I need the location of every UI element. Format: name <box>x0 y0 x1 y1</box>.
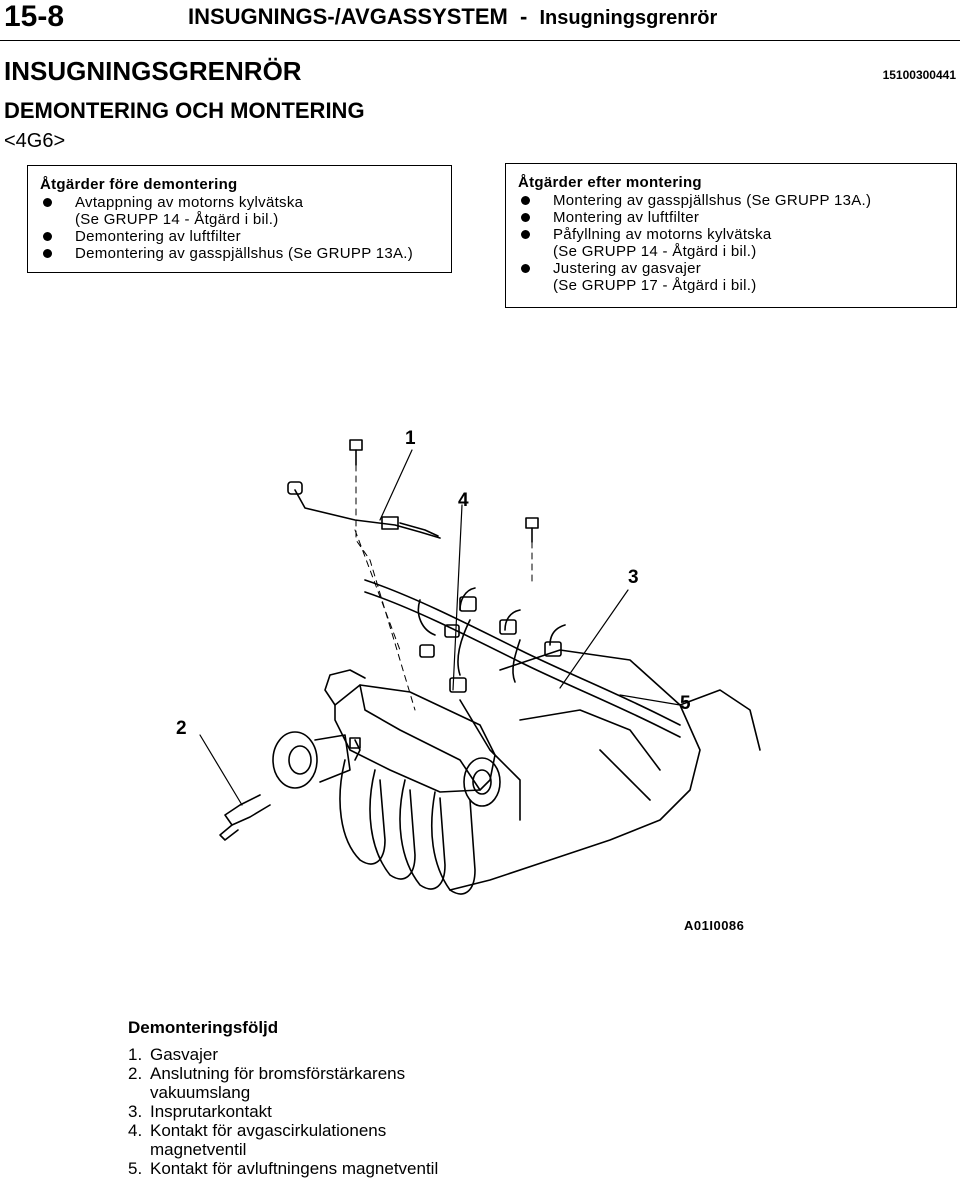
engine-block-drawing <box>449 649 761 891</box>
list-item-text: Kontakt för avgascirkulationens <box>150 1121 387 1140</box>
brake-booster-fitting-drawing <box>219 731 361 841</box>
list-item-line: Montering av luftfilter <box>553 209 700 226</box>
subsection-title: DEMONTERING OCH MONTERING <box>4 98 365 123</box>
running-title: INSUGNINGS-/AVGASSYSTEM - Insugningsgren… <box>188 4 717 30</box>
list-item-line: Montering av gasspjällshus (Se GRUPP 13A… <box>553 192 872 209</box>
bullet-icon <box>521 264 530 273</box>
post-installation-list: Montering av gasspjällshus (Se GRUPP 13A… <box>518 192 944 294</box>
removal-order-list: 1. Gasvajer 2. Anslutning för bromsförstär… <box>128 1045 438 1178</box>
page-number: 15-8 <box>4 0 65 33</box>
list-item-text: Gasvajer <box>150 1045 219 1064</box>
running-title-subtitle: Insugningsgrenrör <box>539 7 718 29</box>
leader-lines <box>199 449 681 806</box>
document-code: 15100300441 <box>882 68 956 82</box>
list-item: Påfyllning av motorns kylvätska (Se GRUP… <box>518 226 944 260</box>
list-item-number: 4. <box>128 1121 143 1140</box>
list-item-line: Justering av gasvajer <box>553 260 702 277</box>
list-item-line: (Se GRUPP 17 - Åtgärd i bil.) <box>553 277 757 294</box>
callout-5: 5 <box>680 693 691 714</box>
callout-2: 2 <box>176 718 187 739</box>
running-title-main: INSUGNINGS-/AVGASSYSTEM <box>188 4 508 29</box>
list-item-number: 3. <box>128 1102 143 1121</box>
callout-3: 3 <box>628 567 639 588</box>
removal-order-heading: Demonteringsföljd <box>128 1018 279 1037</box>
list-item-number: 5. <box>128 1159 143 1178</box>
engine-code: <4G6> <box>4 130 66 152</box>
list-item: Demontering av luftfilter <box>40 228 439 245</box>
removal-order: Demonteringsföljd 1. Gasvajer 2. Anslutnin… <box>128 1018 438 1178</box>
list-item-line: (Se GRUPP 14 - Åtgärd i bil.) <box>553 243 757 260</box>
pre-removal-heading: Åtgärder före demontering <box>40 176 238 193</box>
wiring-harness-drawing <box>364 579 681 738</box>
list-item-text: Kontakt för avluftningens magnetventil <box>150 1159 439 1178</box>
bullet-icon <box>521 230 530 239</box>
list-item-continuation: magnetventil <box>150 1140 247 1159</box>
figure-code: A01I0086 <box>684 918 745 933</box>
header-divider <box>0 40 960 41</box>
list-item-number: 1. <box>128 1045 143 1064</box>
pre-removal-list: Avtappning av motorns kylvätska (Se GRUP… <box>40 194 439 262</box>
list-item: Montering av luftfilter <box>518 209 944 226</box>
list-item: 1. Gasvajer <box>128 1045 438 1064</box>
list-item: Demontering av gasspjällshus (Se GRUPP 1… <box>40 245 439 262</box>
callout-1: 1 <box>405 428 416 449</box>
list-item: Avtappning av motorns kylvätska (Se GRUP… <box>40 194 439 228</box>
bullet-icon <box>43 232 52 241</box>
post-installation-box: Åtgärder efter montering Montering av ga… <box>505 163 957 308</box>
connectors-drawing <box>419 596 562 693</box>
list-item-line: Påfyllning av motorns kylvätska <box>553 226 772 243</box>
list-item: Justering av gasvajer (Se GRUPP 17 - Åtg… <box>518 260 944 294</box>
manifold-plenum-drawing <box>324 669 501 807</box>
list-item-continuation: vakuumslang <box>150 1083 251 1102</box>
list-item: 4. Kontakt för avgascirkulationens magnet… <box>128 1121 438 1159</box>
post-installation-heading: Åtgärder efter montering <box>518 174 702 191</box>
list-item: 3. Insprutarkontakt <box>128 1102 438 1121</box>
bullet-icon <box>521 213 530 222</box>
manifold-runners-drawing <box>339 759 476 895</box>
list-item-line: Demontering av gasspjällshus (Se GRUPP 1… <box>75 245 414 262</box>
list-item-line: (Se GRUPP 14 - Åtgärd i bil.) <box>75 211 279 228</box>
list-item-line: Demontering av luftfilter <box>75 228 241 245</box>
list-item: 2. Anslutning för bromsförstärkarens vaku… <box>128 1064 438 1102</box>
bolts-drawing <box>349 439 539 749</box>
callout-4: 4 <box>458 490 469 511</box>
list-item-line: Avtappning av motorns kylvätska <box>75 194 304 211</box>
bullet-icon <box>521 196 530 205</box>
intake-manifold-illustration <box>199 439 761 895</box>
bullet-icon <box>43 198 52 207</box>
list-item-text: Insprutarkontakt <box>150 1102 272 1121</box>
accelerator-cable-drawing <box>287 481 441 539</box>
bullet-icon <box>43 249 52 258</box>
list-item-number: 2. <box>128 1064 143 1083</box>
running-title-separator: - <box>519 4 528 29</box>
pre-removal-box: Åtgärder före demontering Avtappning av … <box>27 165 452 273</box>
alignment-lines <box>354 464 533 711</box>
list-item: 5. Kontakt för avluftningens magnetventil <box>128 1159 438 1178</box>
list-item-text: Anslutning för bromsförstärkarens <box>150 1064 406 1083</box>
section-title: INSUGNINGSGRENRÖR <box>4 56 302 86</box>
list-item: Montering av gasspjällshus (Se GRUPP 13A… <box>518 192 944 209</box>
